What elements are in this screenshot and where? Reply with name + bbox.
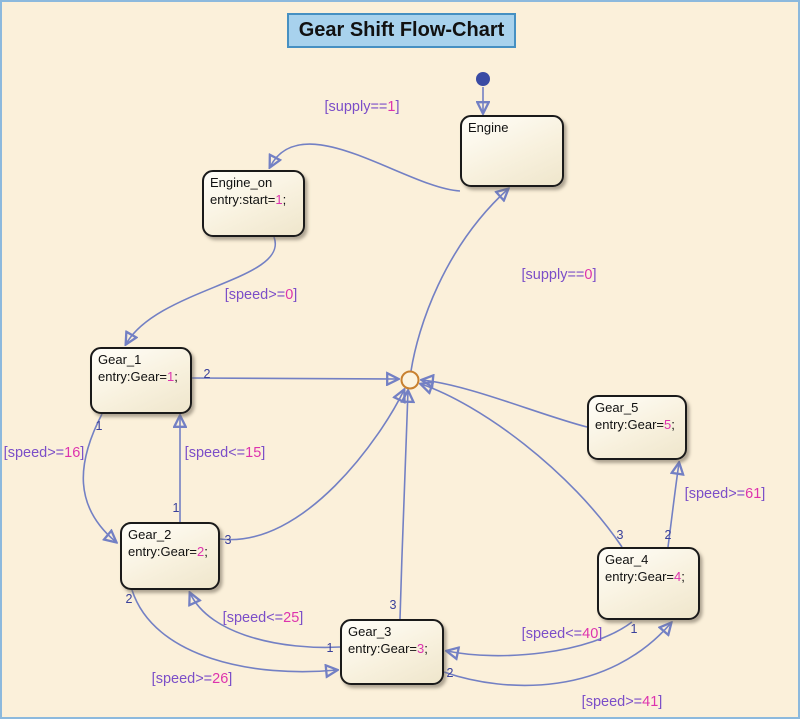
- transition-gear2-to-gear3[interactable]: [131, 589, 337, 672]
- state-entry-action: entry:Gear=1;: [98, 368, 178, 384]
- state-name: Gear_4: [605, 552, 649, 567]
- state-gear-3[interactable]: Gear_3 entry:Gear=3;: [340, 619, 444, 685]
- transition-number-gear3-gear2: 1: [326, 641, 334, 655]
- transition-gear4-to-gear5[interactable]: [667, 463, 679, 548]
- transition-gear3-to-gear2[interactable]: [190, 593, 341, 649]
- transition-engine-to-engine-on[interactable]: [270, 143, 461, 192]
- condition-speed-ge-61[interactable]: [speed>=61]: [684, 486, 766, 502]
- transition-gear4-to-gear3[interactable]: [447, 621, 633, 656]
- condition-speed-le-40[interactable]: [speed<=40]: [521, 626, 603, 642]
- state-gear-4[interactable]: Gear_4 entry:Gear=4;: [597, 547, 700, 620]
- state-entry-action: entry:start=1;: [210, 191, 287, 207]
- transition-number-gear4-junction: 3: [616, 528, 624, 542]
- state-entry-action: entry:Gear=2;: [128, 543, 208, 559]
- state-engine[interactable]: Engine: [460, 115, 564, 187]
- state-gear-2[interactable]: Gear_2 entry:Gear=2;: [120, 522, 220, 590]
- transition-gear3-to-gear4[interactable]: [443, 623, 671, 687]
- transition-junction-to-engine[interactable]: [410, 189, 508, 372]
- condition-speed-ge-0[interactable]: [speed>=0]: [224, 287, 298, 303]
- state-name: Gear_1: [98, 352, 142, 367]
- state-entry-action: entry:Gear=3;: [348, 640, 428, 656]
- initial-state-dot[interactable]: [476, 72, 490, 86]
- transition-number-gear2-junction: 3: [224, 533, 232, 547]
- transition-gear5-to-junction[interactable]: [422, 380, 588, 428]
- transition-number-gear2-gear3: 2: [125, 592, 133, 606]
- chart-title: Gear Shift Flow-Chart: [287, 13, 516, 48]
- transition-number-gear3-junction: 3: [389, 598, 397, 612]
- transition-number-gear2-gear1: 1: [172, 501, 180, 515]
- state-engine-on[interactable]: Engine_on entry:start=1;: [202, 170, 305, 237]
- condition-speed-ge-41[interactable]: [speed>=41]: [581, 694, 663, 710]
- condition-speed-le-15[interactable]: [speed<=15]: [184, 445, 266, 461]
- transition-gear3-to-junction[interactable]: [399, 391, 408, 620]
- state-entry-action: entry:Gear=5;: [595, 416, 675, 432]
- transition-gear2-to-junction[interactable]: [219, 390, 404, 541]
- condition-speed-le-25[interactable]: [speed<=25]: [222, 610, 304, 626]
- state-name: Gear_5: [595, 400, 639, 415]
- condition-speed-ge-26[interactable]: [speed>=26]: [151, 671, 233, 687]
- transition-gear4-to-junction[interactable]: [421, 384, 623, 548]
- transition-number-gear1-gear2: 1: [95, 419, 103, 433]
- transition-number-gear3-gear4: 2: [446, 666, 454, 680]
- state-gear-1[interactable]: Gear_1 entry:Gear=1;: [90, 347, 192, 414]
- state-name: Gear_2: [128, 527, 172, 542]
- state-name: Engine: [468, 120, 509, 135]
- state-entry-action: entry:Gear=4;: [605, 568, 685, 584]
- condition-supply-on[interactable]: [supply==1]: [324, 99, 400, 115]
- state-name: Engine_on: [210, 175, 273, 190]
- condition-speed-ge-16[interactable]: [speed>=16]: [3, 445, 85, 461]
- transition-number-gear1-junction: 2: [203, 367, 211, 381]
- transition-engine-on-to-gear1[interactable]: [126, 236, 277, 344]
- transition-number-gear4-gear5: 2: [664, 528, 672, 542]
- state-gear-5[interactable]: Gear_5 entry:Gear=5;: [587, 395, 687, 460]
- transition-gear1-to-gear2[interactable]: [82, 413, 116, 542]
- condition-supply-off[interactable]: [supply==0]: [521, 267, 597, 283]
- transition-gear1-to-junction[interactable]: [191, 378, 398, 379]
- transition-number-gear4-gear3: 1: [630, 622, 638, 636]
- connective-junction[interactable]: [400, 370, 420, 390]
- state-name: Gear_3: [348, 624, 392, 639]
